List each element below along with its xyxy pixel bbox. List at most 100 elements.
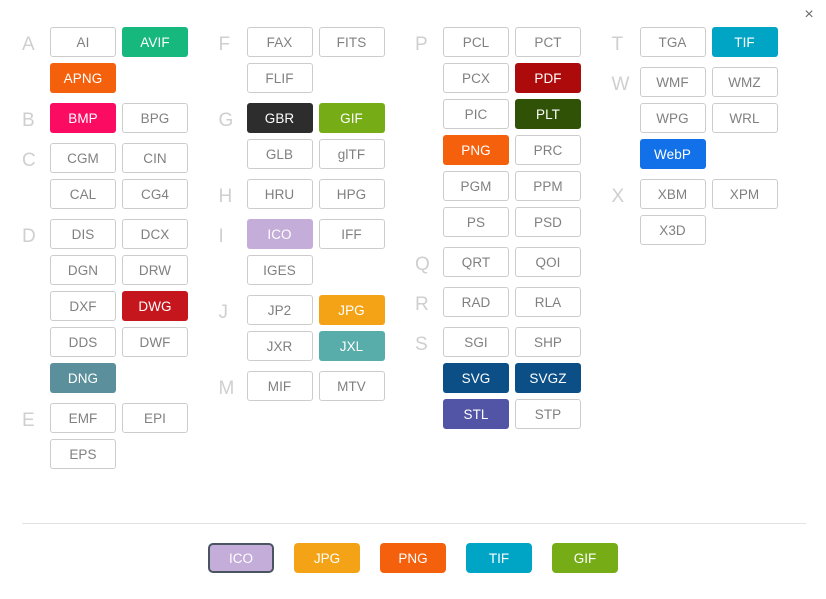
format-button-webp[interactable]: WebP: [639, 139, 706, 169]
format-button-glb[interactable]: GLB: [246, 139, 313, 169]
format-button-jpg[interactable]: JPG: [318, 295, 385, 325]
group-letter-label: S: [415, 334, 428, 355]
format-button-pcx[interactable]: PCX: [443, 63, 509, 93]
format-button-cal[interactable]: CAL: [50, 179, 116, 209]
format-button-dds[interactable]: DDS: [50, 327, 116, 357]
close-icon[interactable]: ×: [804, 6, 814, 23]
format-button-ico[interactable]: ICO: [246, 219, 313, 249]
format-button-dwg[interactable]: DWG: [122, 291, 188, 321]
format-button-x3d[interactable]: X3D: [639, 215, 706, 245]
selected-format-chip-gif[interactable]: GIF: [552, 543, 618, 573]
selected-formats-bar: ICO JPG PNG TIF GIF: [0, 543, 826, 573]
format-button-bmp[interactable]: BMP: [50, 103, 116, 133]
format-button-mtv[interactable]: MTV: [318, 371, 385, 401]
format-button-svg[interactable]: SVG: [443, 363, 509, 393]
format-button-dxf[interactable]: DXF: [50, 291, 116, 321]
format-button-stp[interactable]: STP: [515, 399, 581, 429]
format-button-plt[interactable]: PLT: [515, 99, 581, 129]
group-letter-label: I: [218, 226, 224, 247]
group-letter-label: R: [415, 294, 429, 315]
format-button-pdf[interactable]: PDF: [515, 63, 581, 93]
selected-format-chip-jpg[interactable]: JPG: [294, 543, 360, 573]
format-button-cgm[interactable]: CGM: [50, 143, 116, 173]
format-button-qoi[interactable]: QOI: [515, 247, 581, 277]
format-button-wrl[interactable]: WRL: [711, 103, 778, 133]
format-button-xbm[interactable]: XBM: [639, 179, 706, 209]
format-button-pct[interactable]: PCT: [515, 27, 581, 57]
format-button-wpg[interactable]: WPG: [639, 103, 706, 133]
format-button-shp[interactable]: SHP: [515, 327, 581, 357]
group-letter-label: J: [218, 302, 229, 323]
selected-format-chip-png[interactable]: PNG: [380, 543, 446, 573]
format-button-prc[interactable]: PRC: [515, 135, 581, 165]
format-button-gif[interactable]: GIF: [318, 103, 385, 133]
format-button-flif[interactable]: FLIF: [246, 63, 313, 93]
format-button-gbr[interactable]: GBR: [246, 103, 313, 133]
group-letter-label: A: [22, 34, 35, 55]
format-button-dcx[interactable]: DCX: [122, 219, 188, 249]
format-button-wmf[interactable]: WMF: [639, 67, 706, 97]
format-button-ppm[interactable]: PPM: [515, 171, 581, 201]
format-button-fax[interactable]: FAX: [246, 27, 313, 57]
format-button-cg4[interactable]: CG4: [122, 179, 188, 209]
format-button-dng[interactable]: DNG: [50, 363, 116, 393]
format-button-pic[interactable]: PIC: [443, 99, 509, 129]
format-button-emf[interactable]: EMF: [50, 403, 116, 433]
format-button-jxl[interactable]: JXL: [318, 331, 385, 361]
format-button-eps[interactable]: EPS: [50, 439, 116, 469]
group-letter-label: Q: [415, 254, 430, 275]
format-button-rad[interactable]: RAD: [443, 287, 509, 317]
format-button-qrt[interactable]: QRT: [443, 247, 509, 277]
format-button-ps[interactable]: PS: [443, 207, 509, 237]
cutoff-element: [88, 588, 148, 598]
format-button-jxr[interactable]: JXR: [246, 331, 313, 361]
format-button-gltf[interactable]: glTF: [318, 139, 385, 169]
format-button-dis[interactable]: DIS: [50, 219, 116, 249]
format-button-tif[interactable]: TIF: [711, 27, 778, 57]
format-button-iges[interactable]: IGES: [246, 255, 313, 285]
format-button-cin[interactable]: CIN: [122, 143, 188, 173]
format-button-mif[interactable]: MIF: [246, 371, 313, 401]
format-button-xpm[interactable]: XPM: [711, 179, 778, 209]
format-button-hpg[interactable]: HPG: [318, 179, 385, 209]
format-button-pcl[interactable]: PCL: [443, 27, 509, 57]
selected-format-chip-tif[interactable]: TIF: [466, 543, 532, 573]
format-button-bpg[interactable]: BPG: [122, 103, 188, 133]
format-button-stl[interactable]: STL: [443, 399, 509, 429]
format-button-png[interactable]: PNG: [443, 135, 509, 165]
format-button-wmz[interactable]: WMZ: [711, 67, 778, 97]
selected-format-chip-ico[interactable]: ICO: [208, 543, 274, 573]
format-button-fits[interactable]: FITS: [318, 27, 385, 57]
format-button-dwf[interactable]: DWF: [122, 327, 188, 357]
format-button-svgz[interactable]: SVGZ: [515, 363, 581, 393]
format-button-tga[interactable]: TGA: [639, 27, 706, 57]
format-button-dgn[interactable]: DGN: [50, 255, 116, 285]
format-button-rla[interactable]: RLA: [515, 287, 581, 317]
format-button-ai[interactable]: AI: [50, 27, 116, 57]
format-button-sgi[interactable]: SGI: [443, 327, 509, 357]
format-button-hru[interactable]: HRU: [246, 179, 313, 209]
format-button-pgm[interactable]: PGM: [443, 171, 509, 201]
format-button-psd[interactable]: PSD: [515, 207, 581, 237]
format-button-iff[interactable]: IFF: [318, 219, 385, 249]
format-button-jp2[interactable]: JP2: [246, 295, 313, 325]
format-button-apng[interactable]: APNG: [50, 63, 116, 93]
format-button-epi[interactable]: EPI: [122, 403, 188, 433]
format-button-avif[interactable]: AVIF: [122, 27, 188, 57]
format-button-drw[interactable]: DRW: [122, 255, 188, 285]
